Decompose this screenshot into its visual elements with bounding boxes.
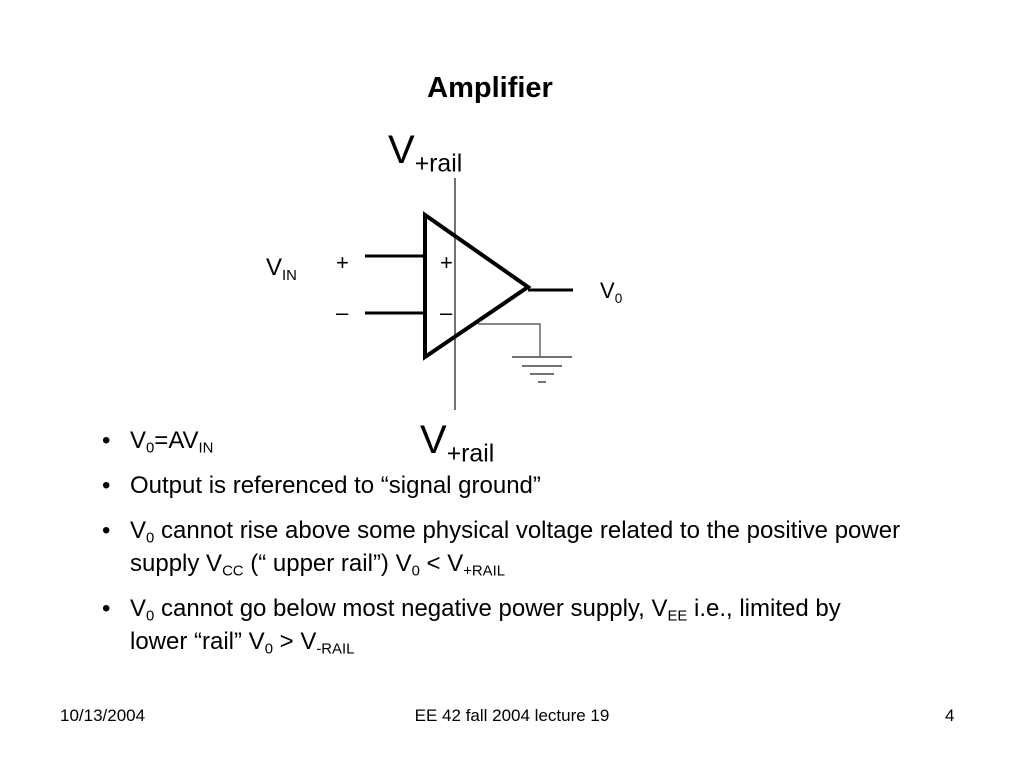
slide-title: Amplifier bbox=[427, 72, 553, 104]
bullet-subscript: 0 bbox=[146, 440, 155, 457]
bullet-text: V bbox=[130, 427, 147, 454]
bullet-subscript: +RAIL bbox=[463, 563, 506, 580]
bullet-glyph: • bbox=[102, 427, 111, 454]
bullet-glyph: • bbox=[102, 595, 111, 622]
bullet-subscript: -RAIL bbox=[316, 641, 355, 658]
bullet-text: Output is referenced to “signal ground” bbox=[130, 472, 541, 499]
bullet-text: < V bbox=[419, 550, 464, 577]
bullet-text: (“ upper rail”) V bbox=[243, 550, 412, 577]
bullet-text: > V bbox=[272, 628, 317, 655]
bullet-item: • V0=AVIN bbox=[102, 424, 902, 457]
bullet-text: =AV bbox=[154, 427, 199, 454]
page-number: 4 bbox=[945, 706, 955, 725]
bullet-subscript: 0 bbox=[411, 563, 420, 580]
v-out-label: V0 bbox=[600, 278, 623, 306]
opamp-triangle bbox=[423, 211, 532, 361]
bullet-text: cannot rise above some physical voltage … bbox=[130, 517, 901, 577]
input-plus-sign: + bbox=[336, 250, 349, 275]
bullet-text: V bbox=[130, 595, 147, 622]
bullet-text: cannot go below most negative power supp… bbox=[154, 595, 668, 622]
bullet-subscript: IN bbox=[198, 440, 214, 457]
ground-wire bbox=[478, 323, 541, 356]
footer-course: EE 42 fall 2004 lecture 19 bbox=[414, 706, 610, 725]
v-rail-bottom-label: V+rail bbox=[420, 418, 495, 468]
bullet-list: •V0=AVIN•Output is referenced to “signal… bbox=[102, 424, 902, 670]
opamp-plus-sign: + bbox=[440, 250, 453, 275]
bullet-glyph: • bbox=[102, 472, 111, 499]
bullet-subscript: 0 bbox=[264, 641, 273, 658]
v-in-label: VIN bbox=[266, 254, 297, 285]
bullet-subscript: EE bbox=[667, 608, 688, 625]
input-minus-sign: – bbox=[336, 300, 349, 325]
bullet-subscript: 0 bbox=[146, 530, 155, 547]
bullet-item: •V0 cannot rise above some physical volt… bbox=[102, 514, 902, 580]
bullet-text: i.e., limited by lower “rail” V bbox=[130, 595, 841, 655]
bullet-subscript: 0 bbox=[146, 608, 155, 625]
bullet-item: • V0 cannot go below most negative power… bbox=[102, 592, 902, 658]
v-rail-top-label: V+rail bbox=[388, 128, 463, 178]
footer-date: 10/13/2004 bbox=[60, 706, 146, 725]
bullet-text: V bbox=[130, 517, 147, 544]
bullet-subscript: CC bbox=[222, 563, 244, 580]
bullet-glyph: • bbox=[102, 517, 111, 544]
bullet-item: • Output is referenced to “signal ground” bbox=[102, 469, 902, 502]
opamp-minus-sign: – bbox=[440, 300, 453, 325]
ground-symbol bbox=[512, 356, 572, 383]
